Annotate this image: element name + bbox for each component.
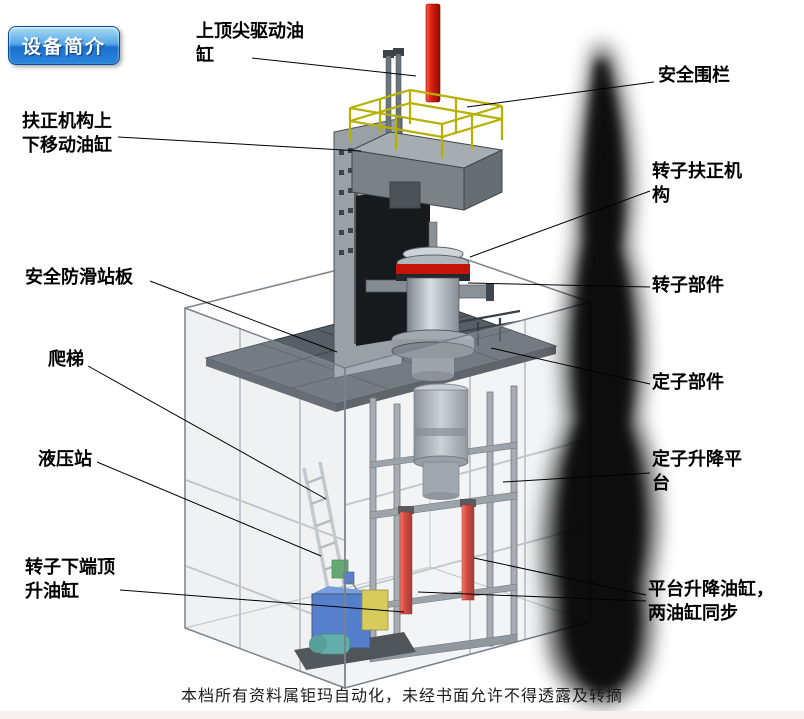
rotor-graphic <box>365 221 494 381</box>
top-drive-cylinder-graphic <box>383 3 441 141</box>
label-rotor-centering: 转子扶正机构 <box>652 161 742 205</box>
lift-cylinders-graphic <box>398 499 476 615</box>
leader-safety-fence <box>466 81 655 108</box>
rotor-clamp-red-bar <box>396 264 470 274</box>
leader-stator-part <box>490 347 651 385</box>
pit-frame-members <box>185 320 590 671</box>
shadow-smudge <box>543 44 658 704</box>
leader-centering-cylinder <box>117 136 362 152</box>
label-platform-lift-cylinder: 平台升降油缸，两油缸同步 <box>648 579 774 623</box>
leader-rotor-centering <box>469 190 651 258</box>
lift-frame-graphic <box>369 383 518 663</box>
label-antislip-platform: 安全防滑站板 <box>25 267 133 287</box>
leader-ladder <box>87 365 327 500</box>
title-badge-label: 设备简介 <box>22 37 107 58</box>
label-rotor-bottom-cylinder: 转子下端顶升油缸 <box>25 557 115 601</box>
label-ladder: 爬梯 <box>48 349 84 369</box>
leader-antislip <box>149 280 338 353</box>
leader-rotor-bottom <box>119 589 405 613</box>
stator-graphic <box>413 383 469 500</box>
enclosure-front <box>184 301 591 690</box>
label-rotor-part: 转子部件 <box>652 275 724 295</box>
bottom-strip <box>0 711 804 719</box>
leader-platform-lift-1 <box>473 557 647 596</box>
leader-rotor-part <box>467 282 651 288</box>
label-hydraulic-station: 液压站 <box>38 449 92 469</box>
leader-hydraulic <box>96 461 322 557</box>
label-stator-lift-platform: 定子升降平台 <box>652 449 742 493</box>
title-badge: 设备简介 <box>8 26 121 65</box>
leader-stator-lift <box>502 472 651 483</box>
label-centering-cylinder: 扶正机构上下移动油缸 <box>22 111 112 155</box>
leader-top-cylinder <box>251 57 417 77</box>
safety-fence-graphic <box>348 88 504 158</box>
head-box-graphic <box>350 131 504 211</box>
label-safety-fence: 安全围栏 <box>658 65 730 85</box>
enclosure-back <box>184 246 591 671</box>
leader-platform-lift-2 <box>417 591 647 602</box>
hydraulic-station-graphic <box>294 559 416 670</box>
label-stator-part: 定子部件 <box>652 372 724 392</box>
footer-watermark: 本档所有资料属钜玛自动化，未经书面允许不得透露及转摘 <box>180 688 623 705</box>
leader-lines <box>87 57 655 613</box>
label-top-cylinder: 上顶尖驱动油缸 <box>196 21 304 65</box>
